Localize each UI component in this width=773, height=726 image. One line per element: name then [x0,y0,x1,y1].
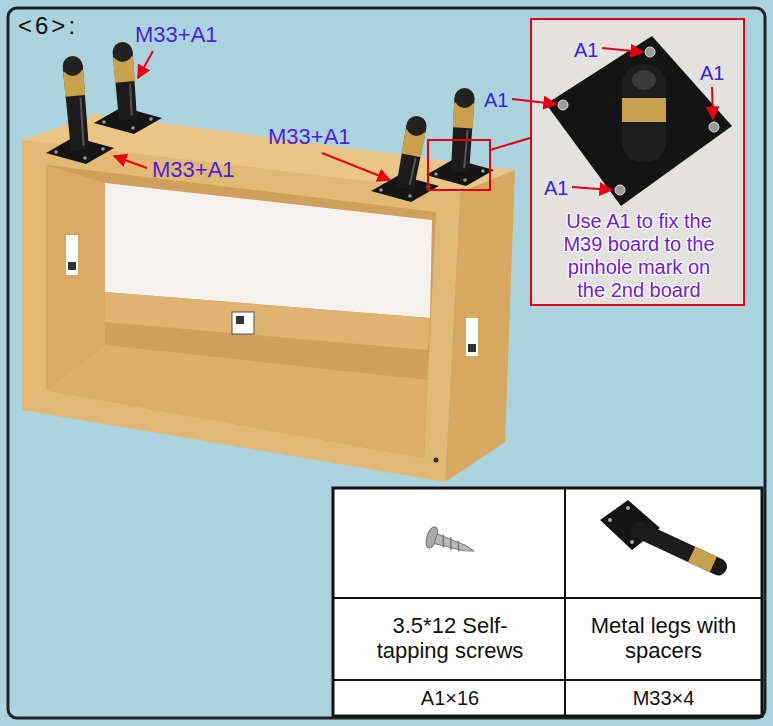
leg-cap [632,70,656,90]
table-cell: 3.5*12 Self-tapping screws [336,600,564,678]
sticker [66,235,78,275]
part-quantity: A1×16 [421,687,479,709]
leg-spacer [622,98,666,122]
leg-cap [113,42,133,62]
leg-spacer [688,547,717,573]
leader-arrow [138,51,153,78]
screw-callout: A1 [484,89,508,112]
screw-head [615,185,625,195]
leg-cap [63,56,83,76]
screw-head [645,47,655,57]
screw-thread [440,535,448,548]
leg-highlight [80,97,85,146]
inset-box: A1A1A1A1Use A1 to fix the M39 board to t… [530,18,745,306]
table-cell: Metal legs with spacers [567,600,760,678]
leg-body [622,64,666,162]
screw-icon [424,525,477,561]
table-rule [564,488,566,716]
table-cell: M33×4 [567,682,760,714]
screw-head [463,178,467,182]
parts-table [333,488,762,716]
screw-head [558,100,568,110]
leg-cap [407,116,427,136]
screw-hole [630,540,634,544]
screw-hole [626,506,630,510]
cabinet-interior [46,165,436,458]
leg-shaft [63,65,89,151]
screw-head [379,188,383,192]
leader-arrow [512,99,556,104]
screw-callout: A1 [544,177,568,200]
part-callout: M33+A1 [135,22,218,48]
qr-code [236,316,244,324]
sticker [232,312,254,334]
leader-arrow [322,153,390,180]
inset-arrows [512,48,713,190]
screw-head [408,194,412,198]
pinhole [434,458,439,463]
outer-frame [8,8,765,718]
table-rule [333,679,762,681]
part-callout: M33+A1 [268,124,351,150]
screw-shaft [434,534,475,556]
part-name: Metal legs with spacers [578,614,750,663]
screw-head [54,150,58,154]
part-callout: M33+A1 [152,157,235,183]
leg-icon [600,500,730,578]
leader-arrow [712,87,713,119]
table-border [333,488,762,716]
leg-highlight [129,83,133,115]
screw-hole [608,518,612,522]
metal-legs [46,42,494,202]
callout-line [490,138,530,150]
cabinet-bottom [46,345,428,458]
leg-shaft [451,97,475,172]
table-cell: A1×16 [336,682,564,714]
leg-highlight [409,158,417,185]
screw-callout: A1 [700,62,724,85]
screw-head [709,122,719,132]
screw-head [102,120,106,124]
inset-photo [530,18,745,306]
screw-head [149,117,153,121]
screw-head [434,172,438,176]
leg-highlight [463,130,468,168]
screw-thread [455,541,462,552]
screw-thread [447,537,455,550]
part-name: 3.5*12 Self-tapping screws [364,614,536,663]
qr-code [68,262,76,270]
leg-plate [546,36,732,206]
step-number: <6>: [18,12,78,40]
qr-code [468,344,476,352]
leader-arrow [602,48,643,52]
screw-head [101,147,105,151]
part-quantity: M33×4 [633,687,695,709]
middle-rail [105,292,430,350]
leader-arrow [572,187,612,190]
cabinet-front [22,140,460,482]
table-rule [333,597,762,599]
screw-head [83,156,87,160]
leg-body [628,519,729,578]
instruction-note: Use A1 to fix the M39 board to the pinho… [555,210,723,302]
highlight-box [428,140,490,190]
inset-ground [530,18,745,306]
sticker [466,318,478,356]
screw-head [481,169,485,173]
screw-callout: A1 [574,39,598,62]
leg-cap [455,88,475,108]
leg-shaft [628,519,729,578]
screw-head [131,126,135,130]
leader-arrow [114,156,147,168]
cabinet [22,114,515,482]
